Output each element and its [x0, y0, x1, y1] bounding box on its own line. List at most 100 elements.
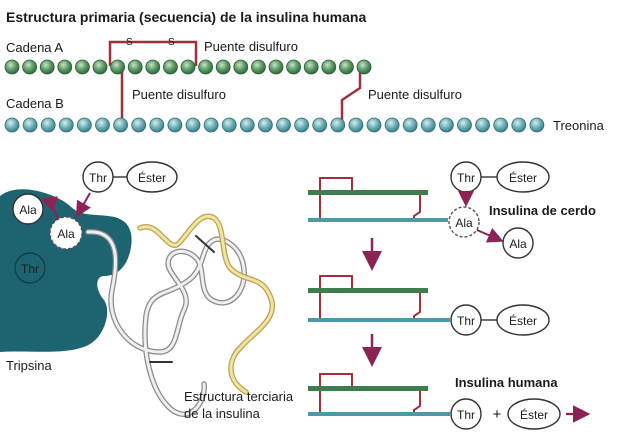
chain-a-residue: [215, 59, 231, 75]
step3-thr-circle: [450, 398, 482, 430]
chain-b-residue: [294, 117, 310, 133]
chain-b-residue: [58, 117, 74, 133]
chain-b-residue: [221, 117, 237, 133]
chain-a-label: Cadena A: [6, 40, 63, 55]
step2-ester-label: Éster: [509, 313, 537, 328]
chain-b-residue: [366, 117, 382, 133]
chain-b-residue: [40, 117, 56, 133]
chain-b-residue: [438, 117, 454, 133]
chain-b-residue: [493, 117, 509, 133]
chain-a-residue: [22, 59, 38, 75]
chain-b-residue: [457, 117, 472, 133]
chain-b-residue: [312, 117, 328, 133]
pig-insulin-label: Insulina de cerdo: [489, 203, 596, 218]
chain-a-residue: [57, 59, 73, 75]
sulfur-label-left: S: [126, 37, 133, 48]
ala-free-label: Ala: [19, 203, 37, 217]
chain-b-residue: [4, 117, 20, 133]
ala-bound-circle: [49, 216, 83, 250]
step1-ala-released-circle: [502, 227, 534, 259]
tripsina-enzyme: [0, 189, 132, 352]
threonine-label: Treonina: [553, 118, 605, 133]
chain-a-residue: [303, 59, 319, 75]
step2-thr-label: Thr: [457, 314, 475, 328]
tripsina-label: Tripsina: [6, 358, 53, 373]
ala-release-arrow: [40, 196, 59, 221]
chain-b-residue: [420, 117, 436, 133]
human-insulin-label: Insulina humana: [455, 375, 558, 390]
tertiary-label-line1: Estructura terciaria: [184, 389, 294, 404]
chain-b-residues: [4, 117, 545, 133]
chain-b-residue: [257, 117, 273, 133]
chain-a-residue: [338, 59, 354, 75]
chain-b-residue: [203, 117, 219, 133]
step3-ester-label: Éster: [520, 407, 548, 422]
chain-a-residue: [250, 59, 266, 75]
chain-b-residue: [77, 117, 92, 133]
intra-chain-disulfide-bridge: [108, 40, 198, 66]
step1-ester-ellipse: [496, 161, 550, 193]
chain-b-residue: [185, 117, 201, 133]
diagram-title: Estructura primaria (secuencia) de la in…: [6, 9, 366, 25]
step2-ester-ellipse: [496, 304, 550, 336]
thr-site-in-enzyme: [14, 252, 46, 284]
thr-attach-arrow: [76, 192, 91, 218]
tertiary-label-line2: de la insulina: [184, 406, 261, 421]
inter-chain-disulfide-bridges: [120, 68, 362, 124]
chain-a-residue: [127, 59, 143, 75]
chain-b-residue: [475, 117, 491, 133]
chain-b-residue: [330, 117, 346, 133]
chain-b-residue: [22, 117, 38, 133]
chain-b-residue: [384, 117, 400, 133]
thr-site-label: Thr: [21, 262, 39, 276]
step3-ester-ellipse: [507, 398, 561, 430]
chain-b-residue: [113, 117, 128, 133]
step1-thr-label: Thr: [457, 171, 475, 185]
chain-a-residues: [4, 59, 372, 75]
chain-a-residue: [356, 59, 372, 75]
step1-ala-released-label: Ala: [509, 237, 527, 251]
step1-insulin-schematic: [308, 177, 448, 222]
chain-b-residue: [131, 117, 147, 133]
chain-a-residue: [39, 59, 55, 75]
thr-reactant-label: Thr: [89, 171, 107, 185]
chain-a-residue: [75, 59, 90, 75]
chain-a-residue: [198, 59, 214, 75]
step3-insulin-schematic: [308, 373, 450, 416]
step1-ester-label: Éster: [509, 170, 537, 185]
chain-a-residue: [233, 59, 249, 75]
ala-bound-label: Ala: [57, 227, 75, 241]
chain-b-label: Cadena B: [6, 96, 64, 111]
chain-b-residue: [276, 117, 291, 133]
chain-a-residue: [92, 59, 108, 75]
chain-a-residue: [162, 59, 178, 75]
chain-b-residue: [239, 117, 255, 133]
bridge-label-top: Puente disulfuro: [204, 39, 298, 54]
chain-b-residue: [149, 117, 165, 133]
chain-a-residue: [145, 59, 161, 75]
bridge-label-left: Puente disulfuro: [132, 87, 226, 102]
chain-a-residue: [4, 59, 20, 75]
chain-b-residue: [529, 117, 545, 133]
chain-a-residue: [321, 59, 337, 75]
chain-a-residue: [268, 59, 284, 75]
plus-sign: +: [493, 406, 502, 423]
sulfur-label-right: S: [168, 37, 175, 48]
chain-a-residue: [180, 59, 196, 75]
chain-a-residue: [286, 59, 302, 75]
step1-ala-label: Ala: [455, 216, 473, 230]
step3-thr-label: Thr: [457, 408, 475, 422]
chain-a-residue: [110, 59, 125, 75]
bridge-label-right: Puente disulfuro: [368, 87, 462, 102]
ester-reactant-ellipse: [126, 161, 178, 193]
step1-ala-release-arrow: [476, 227, 504, 243]
ester-reactant-label: Éster: [138, 170, 166, 185]
chain-b-residue: [95, 117, 110, 133]
tertiary-structure: [85, 213, 275, 417]
chain-b-residue: [402, 117, 418, 133]
step2-insulin-schematic: [308, 275, 450, 322]
chain-b-residue: [511, 117, 527, 133]
chain-b-residue: [167, 117, 183, 133]
